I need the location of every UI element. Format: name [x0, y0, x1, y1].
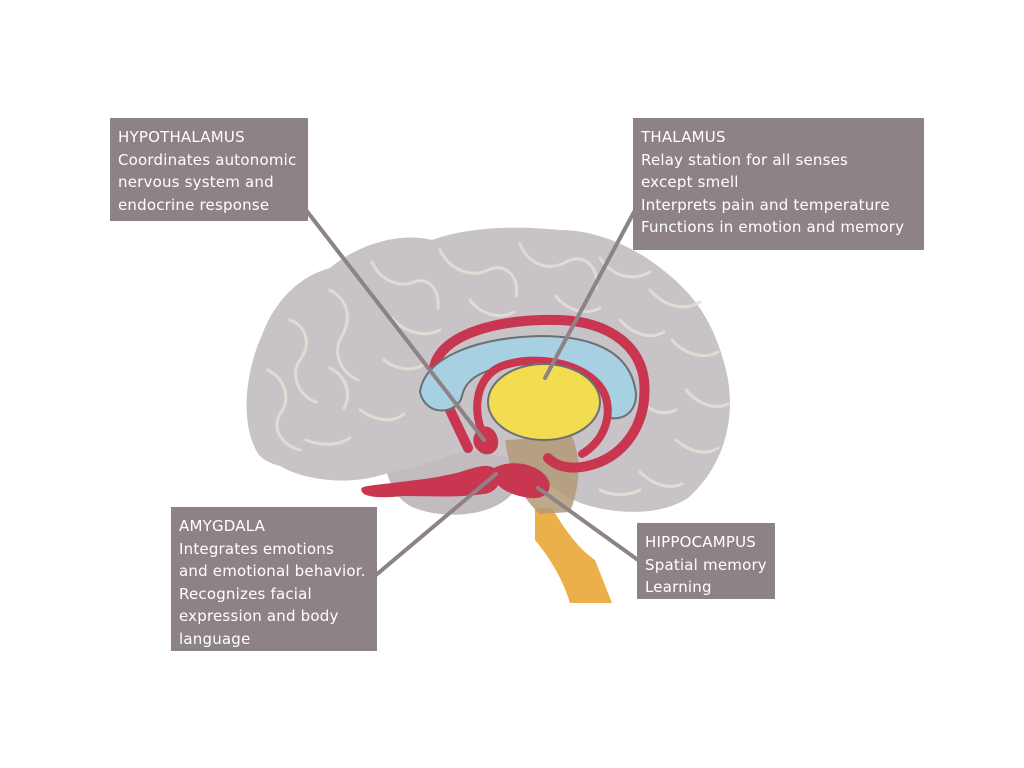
- corpus-callosum: [418, 334, 638, 420]
- hippocampus-label: HIPPOCAMPUS Spatial memory Learning: [637, 523, 775, 599]
- thalamus-line: Functions in emotion and memory: [641, 218, 905, 237]
- hypothalamus-label: HYPOTHALAMUS Coordinates autonomic nervo…: [110, 118, 308, 221]
- hypothalamus-leader: [304, 208, 486, 442]
- amygdala-shape: [361, 465, 500, 498]
- hypothalamus-line: Coordinates autonomic: [118, 150, 297, 169]
- leader-lines: [304, 208, 640, 577]
- hippocampus-line: Learning: [645, 578, 712, 597]
- amygdala-line: and emotional behavior.: [179, 562, 366, 581]
- amygdala-line: expression and body: [179, 607, 339, 626]
- amygdala-line: language: [179, 629, 251, 648]
- hippocampus-line: Spatial memory: [645, 555, 767, 574]
- thalamus-leader: [543, 210, 636, 380]
- amygdala-line: Integrates emotions: [179, 539, 334, 558]
- hippocampus-title: HIPPOCAMPUS: [645, 533, 757, 551]
- amygdala-title: AMYGDALA: [179, 517, 266, 535]
- hippocampus-shape: [494, 463, 550, 499]
- hypothalamus-title: HYPOTHALAMUS: [118, 128, 245, 146]
- hippocampus-leader: [536, 486, 640, 562]
- amygdala-label: AMYGDALA Integrates emotions and emotion…: [171, 507, 377, 651]
- amygdala-line: Recognizes facial: [179, 584, 312, 603]
- fornix: [473, 356, 612, 458]
- thalamus-label: THALAMUS Relay station for all senses ex…: [633, 118, 924, 250]
- thalamus-line: except smell: [641, 173, 739, 192]
- spinal-cord: [535, 508, 612, 603]
- hypothalamus-line: endocrine response: [118, 195, 270, 214]
- thalamus-line: Relay station for all senses: [641, 150, 849, 169]
- hypothalamus-line: nervous system and: [118, 173, 274, 192]
- thalamus-line: Interprets pain and temperature: [641, 195, 890, 214]
- thalamus-shape: [487, 363, 601, 441]
- amygdala-leader: [374, 472, 498, 577]
- thalamus-title: THALAMUS: [641, 128, 726, 146]
